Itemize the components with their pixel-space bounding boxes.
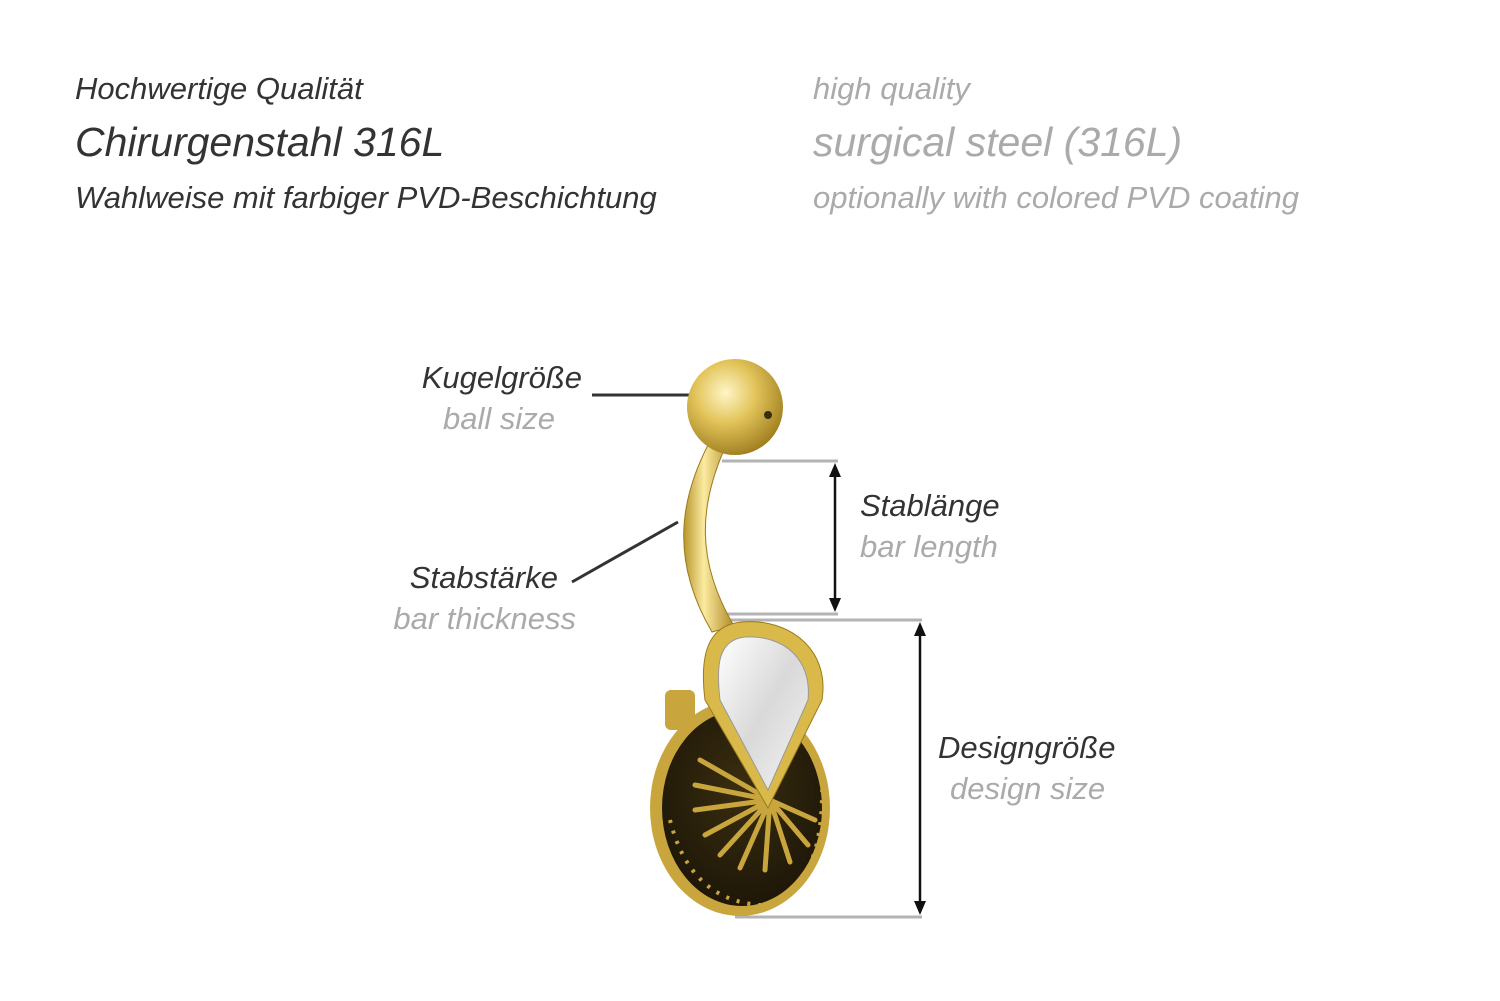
header-coating-en: optionally with colored PVD coating — [813, 180, 1299, 215]
pear-gem — [717, 636, 809, 792]
dimension-arrows — [829, 463, 926, 915]
header-coating-de: Wahlweise mit farbiger PVD-Beschichtung — [75, 180, 657, 215]
header-quality-en: high quality — [813, 71, 970, 106]
label-design-size-en: design size — [950, 771, 1106, 806]
label-design-size-de: Designgröße — [938, 730, 1116, 765]
leader-lines — [571, 393, 690, 584]
guide-lines — [722, 459, 922, 919]
header-material-de: Chirurgenstahl 316L — [75, 119, 445, 165]
label-bar-length-de: Stablänge — [860, 488, 1000, 523]
header-material-en: surgical steel (316L) — [813, 119, 1183, 165]
label-ball-size-en: ball size — [443, 401, 555, 436]
ball — [687, 359, 783, 455]
label-ball-size-de: Kugelgröße — [421, 360, 582, 395]
header-quality-de: Hochwertige Qualität — [75, 71, 363, 106]
label-bar-length-en: bar length — [860, 529, 998, 564]
label-bar-thickness-en: bar thickness — [393, 601, 576, 636]
curved-bar — [683, 444, 735, 633]
label-bar-thickness-de: Stabstärke — [409, 560, 558, 595]
